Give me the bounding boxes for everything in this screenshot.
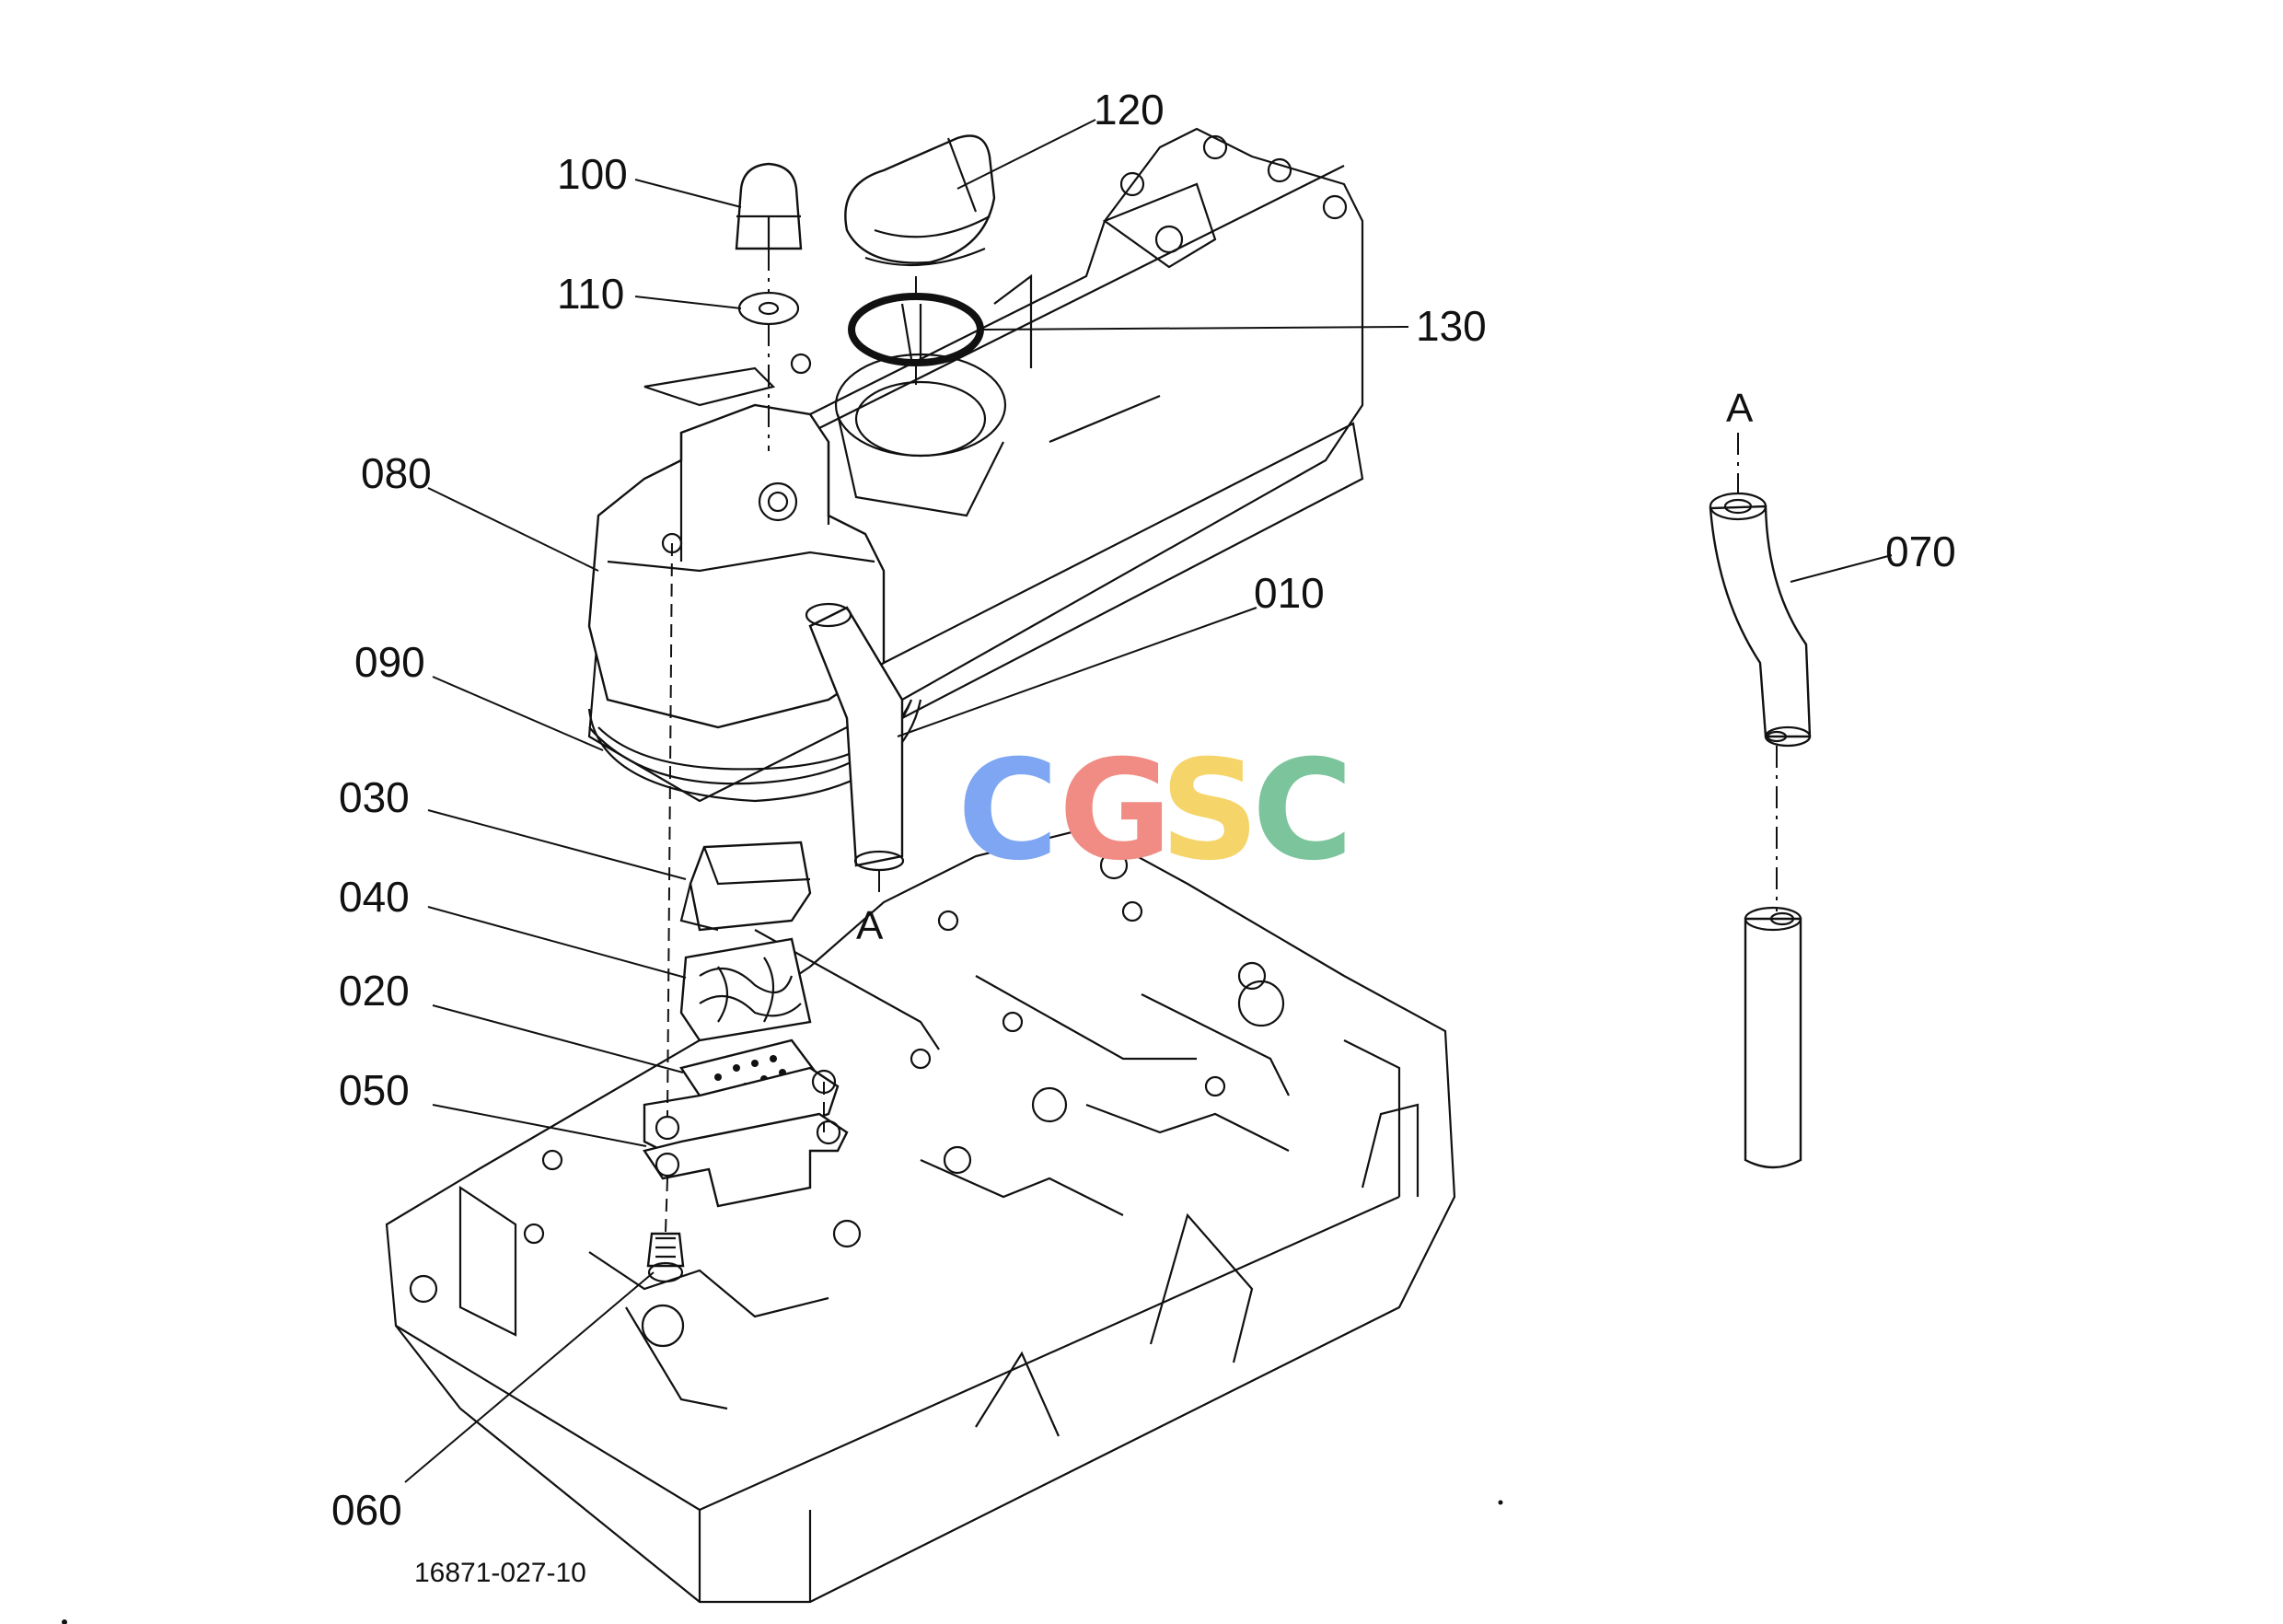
watermark-letter-4: C	[1252, 731, 1353, 891]
label-080: 080	[361, 449, 432, 497]
pipe-070	[1744, 906, 1802, 1169]
label-120: 120	[1094, 86, 1165, 133]
label-070: 070	[1885, 528, 1956, 575]
reference-labels: A A	[856, 386, 1754, 948]
label-050: 050	[339, 1066, 410, 1114]
assembly-lines	[665, 249, 1778, 1233]
filler-cap-120	[844, 134, 996, 267]
watermark: C G S C	[957, 731, 1353, 891]
watermark-letter-3: S	[1160, 731, 1259, 891]
watermark-letter-2: G	[1059, 731, 1172, 891]
label-020: 020	[339, 967, 410, 1015]
label-100: 100	[557, 150, 628, 198]
stray-dot	[62, 1619, 67, 1624]
gasket-050	[643, 1066, 849, 1208]
breather-hose	[805, 602, 905, 872]
part-labels: 100 110 120 130 080 010 090 030 040 020 …	[331, 86, 1956, 1534]
label-030: 030	[339, 773, 410, 821]
breather-housing	[587, 353, 886, 729]
filter-element-040	[679, 937, 812, 1042]
drawing-code: 16871-027-10	[414, 1558, 586, 1588]
label-130: 130	[1416, 302, 1487, 350]
watermark-letter-1: C	[957, 731, 1059, 891]
cylinder-head	[385, 827, 1456, 1604]
ref-a-hose: A	[1726, 386, 1754, 431]
hose-070	[1709, 492, 1812, 748]
label-040: 040	[339, 873, 410, 921]
label-090: 090	[354, 638, 425, 686]
washer-110	[737, 291, 800, 326]
stray-dot	[1498, 1500, 1503, 1505]
ref-a-pipe: A	[856, 903, 884, 948]
valve-cover	[587, 127, 1364, 803]
label-110: 110	[557, 270, 624, 318]
element-cover-030	[679, 841, 812, 932]
bolt-060	[646, 1232, 685, 1283]
label-010: 010	[1254, 569, 1325, 617]
leader-lines	[404, 119, 1893, 1483]
cap-nut-100	[735, 162, 803, 250]
label-060: 060	[331, 1486, 402, 1534]
o-ring-130	[848, 293, 984, 366]
